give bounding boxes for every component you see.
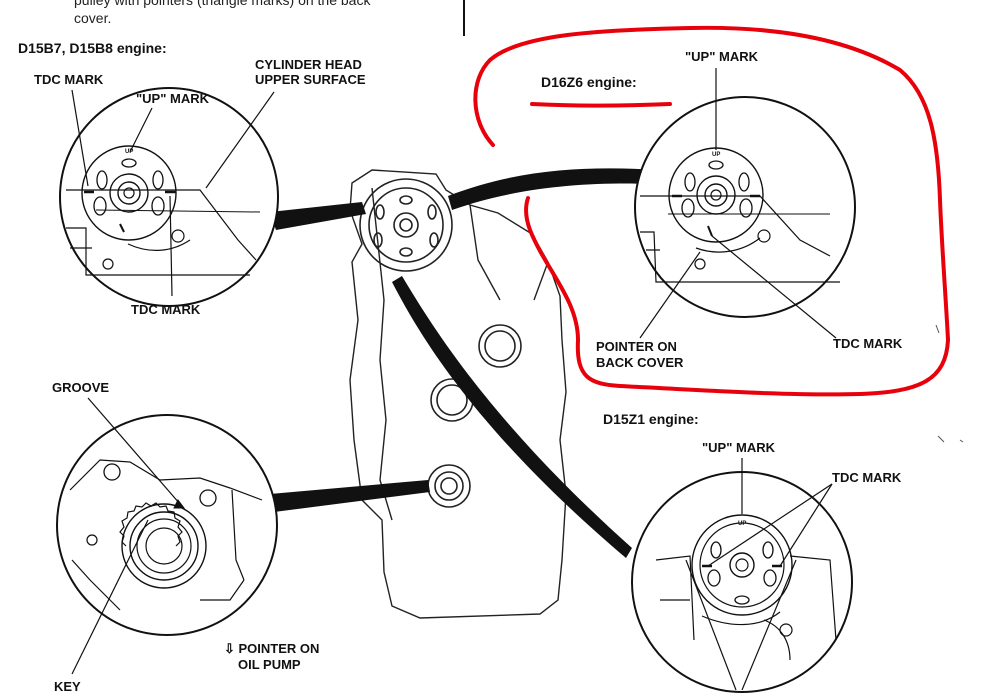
- label-up-mark-d15z1: "UP" MARK: [702, 440, 775, 455]
- label-pointer-oil-pump-2: OIL PUMP: [238, 657, 301, 672]
- connector-bands: [270, 168, 660, 558]
- label-groove: GROOVE: [52, 380, 110, 395]
- red-highlight-annotation: [473, 25, 950, 397]
- label-tdc-mark-bottom: TDC MARK: [131, 302, 201, 317]
- central-cam-pulley: [359, 178, 453, 272]
- header-text-line2: cover.: [74, 10, 112, 26]
- scan-specks: [935, 324, 964, 443]
- inset-d15b7: [59, 87, 279, 307]
- label-pointer-back-cover-2: BACK COVER: [596, 355, 684, 370]
- label-key: KEY: [54, 679, 81, 693]
- pulley-up-mark-d16z6: UP: [712, 152, 721, 158]
- label-pointer-oil-pump-1: ⇩ POINTER ON: [224, 641, 320, 656]
- label-cylinder-head-1: CYLINDER HEAD: [255, 57, 362, 72]
- label-up-mark-d16z6: "UP" MARK: [685, 49, 758, 64]
- label-pointer-back-cover-1: POINTER ON: [596, 339, 677, 354]
- heading-d15b7: D15B7, D15B8 engine:: [18, 40, 167, 56]
- heading-d15z1: D15Z1 engine:: [603, 411, 699, 427]
- label-tdc-mark-d16z6: TDC MARK: [833, 336, 903, 351]
- inset-crank: [56, 397, 278, 675]
- label-tdc-mark-top: TDC MARK: [34, 72, 104, 87]
- engine-block-outline: [349, 169, 567, 619]
- heading-d16z6: D16Z6 engine:: [541, 74, 637, 90]
- pulley-up-mark-d15z1: UP: [738, 521, 747, 527]
- pulley-up-mark-d15b7: UP: [125, 149, 134, 155]
- inset-d16z6: [634, 68, 856, 339]
- inset-d15z1: [631, 458, 853, 693]
- header-text-line1: pulley with pointers (triangle marks) on…: [74, 0, 371, 8]
- label-up-mark-d15b7: "UP" MARK: [136, 91, 209, 106]
- label-cylinder-head-2: UPPER SURFACE: [255, 72, 366, 87]
- label-tdc-mark-d15z1: TDC MARK: [832, 470, 902, 485]
